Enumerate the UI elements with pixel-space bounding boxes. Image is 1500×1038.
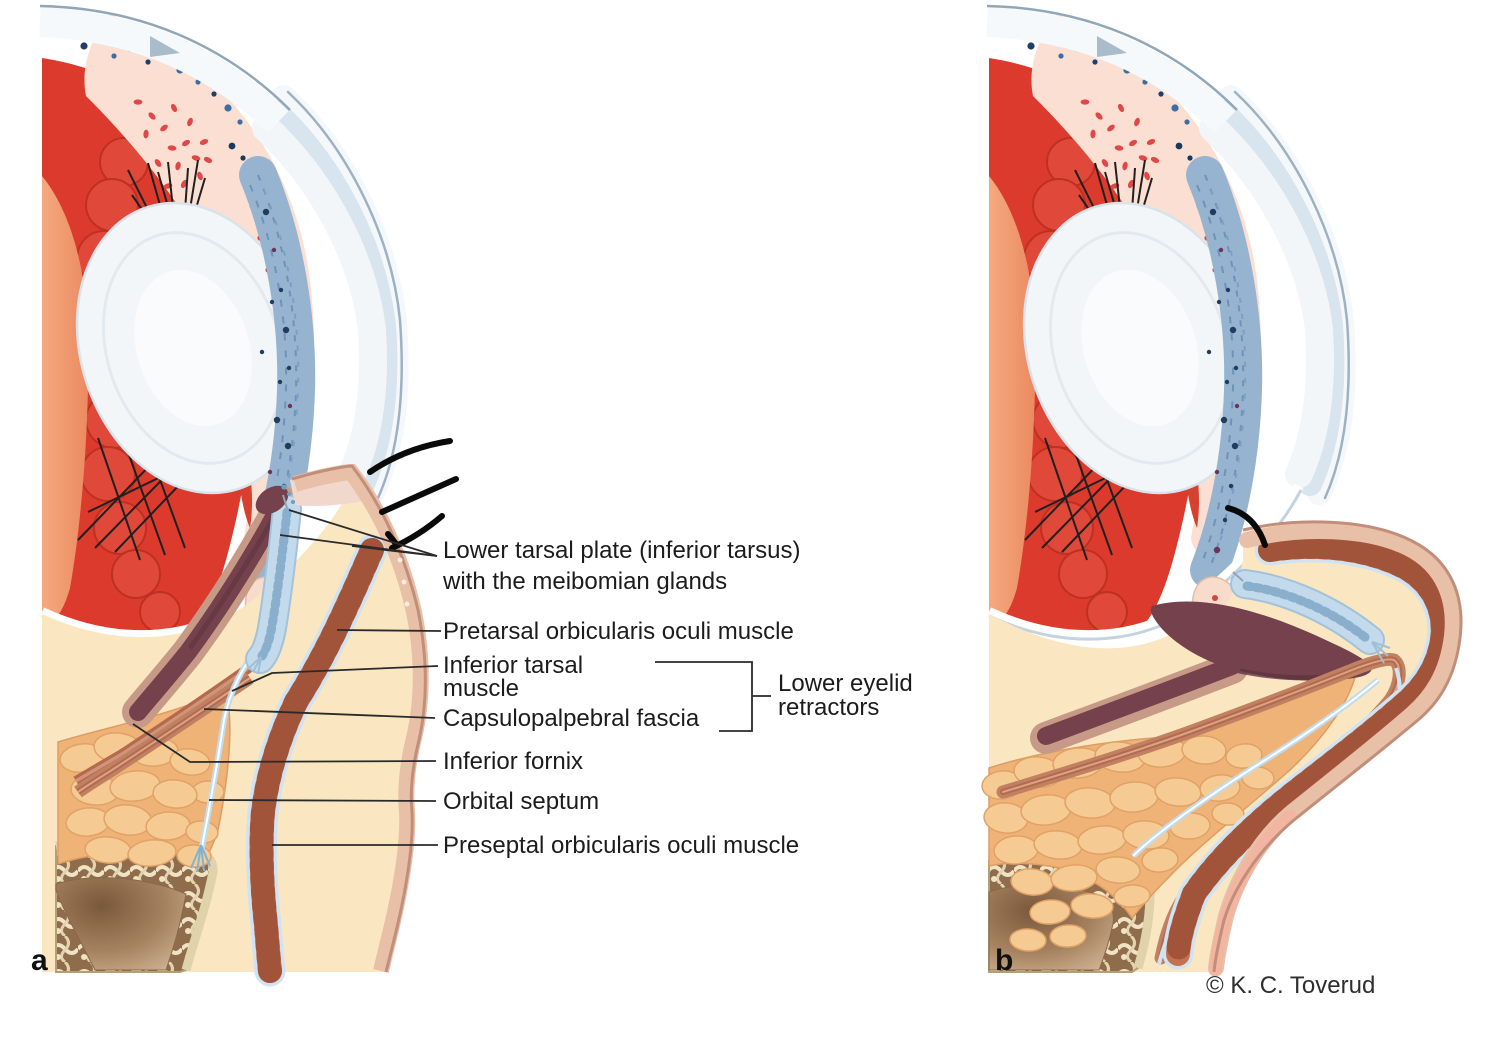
orbital-septum-line (198, 646, 261, 853)
leader-inferior-fornix (132, 723, 437, 763)
label-inferior-tarsal-line1: Inferior tarsal (443, 652, 584, 679)
gland-stem (282, 494, 288, 509)
panel-b-illustration (981, 6, 1463, 977)
sclera-notch (150, 36, 180, 57)
label-lower-eyelid-retractors: Lower eyelid retractors (778, 672, 913, 720)
label-capsulopalpebral-fascia: Capsulopalpebral fascia (443, 705, 700, 732)
label-pretarsal: Pretarsal orbicularis oculi muscle (443, 618, 794, 645)
septum-fan (190, 844, 211, 873)
lens (75, 201, 311, 495)
eye-globe (39, 4, 409, 704)
skin-outline-b (1212, 520, 1463, 973)
fat-lobules-b (981, 735, 1275, 952)
schlemm-canal-dot (228, 142, 236, 150)
vitreous (42, 176, 89, 622)
leader-lower-tarsal-1 (288, 509, 438, 557)
eyelash-b (1225, 505, 1268, 548)
orbicularis-chain-b (1162, 531, 1459, 970)
meibomian-glands-b (1242, 581, 1371, 643)
leader-pretarsal (336, 629, 442, 632)
label-inferior-fornix: Inferior fornix (443, 748, 584, 775)
follicle-dot (397, 557, 403, 563)
label-orbital-septum: Orbital septum (443, 788, 600, 815)
bone-cavity (55, 877, 187, 971)
gland-orifice-dot (290, 499, 296, 505)
leader-inferior-tarsal (231, 665, 439, 692)
panel-a-illustration (39, 4, 459, 987)
margin-conjunctiva-cap (255, 485, 289, 515)
label-inferior-tarsal-muscle: Inferior tarsal muscle (443, 652, 584, 702)
tarsal-fan-b (1371, 641, 1391, 664)
label-inferior-tarsal-line2: muscle (443, 675, 520, 702)
orbicularis-chain (246, 534, 388, 987)
leader-lines (132, 509, 771, 846)
label-retractors-line2: retractors (778, 694, 880, 721)
tarsal-fan (248, 656, 262, 675)
label-lower-tarsal-plate: Lower tarsal plate (inferior tarsus) wit… (443, 535, 800, 597)
cornea-layers (252, 85, 409, 505)
follicle-dot (404, 601, 410, 607)
follicle-dot (401, 579, 407, 585)
label-lower-tarsal-plate-line1: Lower tarsal plate (inferior tarsus) (443, 537, 801, 564)
label-preseptal: Preseptal orbicularis oculi muscle (443, 832, 800, 859)
leader-capsulopalpebral (203, 708, 436, 719)
schlemm-canal-dot (240, 155, 246, 161)
inferior-tarsal-muscle-band (73, 655, 263, 786)
panel-letter-a: a (31, 944, 48, 977)
everted-eyelid-b (981, 505, 1463, 977)
fornix-strip-b (1037, 657, 1241, 745)
panel-letter-b: b (995, 944, 1014, 977)
gland-stem-b (1232, 571, 1244, 582)
label-retractors-line1: Lower eyelid (778, 670, 913, 697)
gland-orifice-dot (286, 491, 292, 497)
meibomian-glands (257, 507, 292, 661)
tarsal-plate (245, 494, 302, 674)
leader-orbital-septum (208, 799, 437, 802)
leader-lower-tarsal-3 (351, 545, 438, 557)
tarsal-plate-b (1230, 569, 1385, 655)
gland-orifice-dot (281, 484, 287, 490)
capsulopalpebral-fascia-band (74, 672, 254, 798)
fornix-wedge-b (1150, 601, 1372, 681)
ciliary-process-speckles (133, 99, 213, 189)
label-lower-tarsal-plate-line2: with the meibomian glands (443, 568, 728, 595)
copyright-credit: © K. C. Toverud (1206, 972, 1376, 999)
